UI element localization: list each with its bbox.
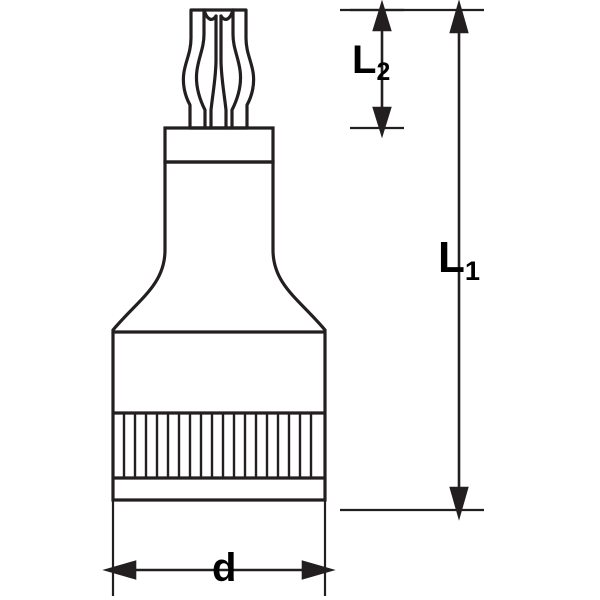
dimension-label-L2-sub: 2 [376, 59, 391, 87]
dimension-label-L2-main: L [352, 38, 377, 82]
dimension-label-L1: L1 [438, 233, 480, 285]
dimension-label-d: d [212, 548, 236, 588]
dimension-label-L1-main: L [438, 233, 465, 282]
dimension-label-d-main: d [212, 546, 237, 590]
dimension-label-L1-sub: 1 [464, 255, 481, 287]
knurling-lines [122, 413, 313, 478]
dimension-L1 [340, 0, 484, 521]
dimension-label-L2: L2 [352, 38, 390, 85]
bit-tip-outline [181, 8, 256, 130]
dimension-d [102, 500, 336, 596]
